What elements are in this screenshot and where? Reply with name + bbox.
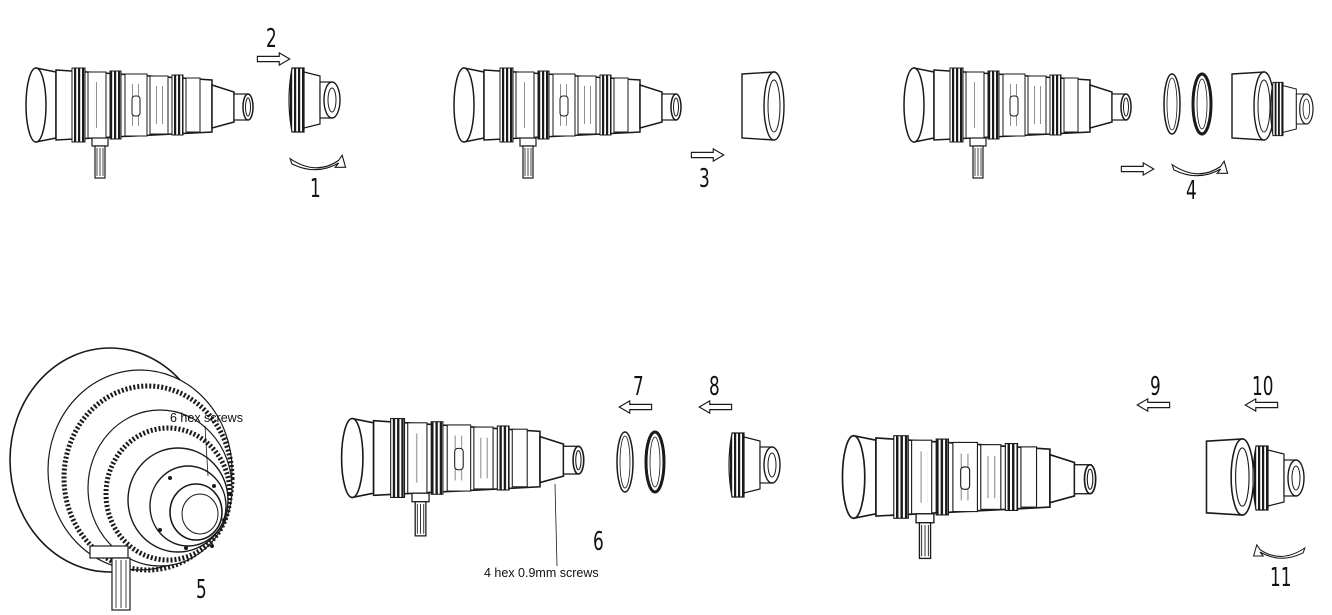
arrow-right-icon <box>690 148 725 162</box>
step-label-6: 6 <box>593 527 604 557</box>
rotate-arrow-icon <box>1253 544 1306 559</box>
gear-mount <box>1252 445 1305 511</box>
shim-rings <box>615 430 666 494</box>
rotate-arrow-icon <box>1171 160 1229 177</box>
gear-mount <box>1269 81 1314 137</box>
collar-ring <box>1205 438 1255 516</box>
step-label-10: 10 <box>1252 372 1274 402</box>
arrow-left-icon <box>698 400 733 414</box>
step-label-8: 8 <box>709 372 720 402</box>
callout-4-hex-screws: 4 hex 0.9mm screws <box>484 566 599 580</box>
panel-step-5 <box>9 347 235 611</box>
lens-body <box>453 67 682 179</box>
callout-6-hex-screws: 6 hex screws <box>170 411 243 425</box>
panel-step-4 <box>903 67 1314 179</box>
arrow-right-icon <box>1120 162 1155 176</box>
collar-ring <box>1231 71 1275 141</box>
step-label-5: 5 <box>196 575 207 605</box>
step-label-9: 9 <box>1150 372 1161 402</box>
arrow-left-icon <box>618 400 653 414</box>
lens-body <box>841 434 1097 560</box>
arrow-right-icon <box>256 52 291 66</box>
panel-step-1-2 <box>25 52 347 179</box>
gear-mount <box>728 432 781 498</box>
step-label-11: 11 <box>1270 563 1292 593</box>
panel-step-3 <box>453 67 785 179</box>
step-label-7: 7 <box>633 372 644 402</box>
rotate-arrow-icon <box>289 154 347 171</box>
panel-step-9-10-11 <box>841 398 1306 560</box>
step-label-2: 2 <box>266 24 277 54</box>
lens-body <box>25 67 254 179</box>
step-label-4: 4 <box>1186 176 1197 206</box>
step-label-3: 3 <box>699 164 710 194</box>
lens-body <box>340 417 585 537</box>
shim-rings <box>1162 72 1213 136</box>
step-label-1: 1 <box>310 174 321 204</box>
collar-ring <box>741 71 785 141</box>
gear-mount <box>288 67 341 133</box>
panel-step-6-7-8 <box>340 400 781 567</box>
lens-body <box>903 67 1132 179</box>
